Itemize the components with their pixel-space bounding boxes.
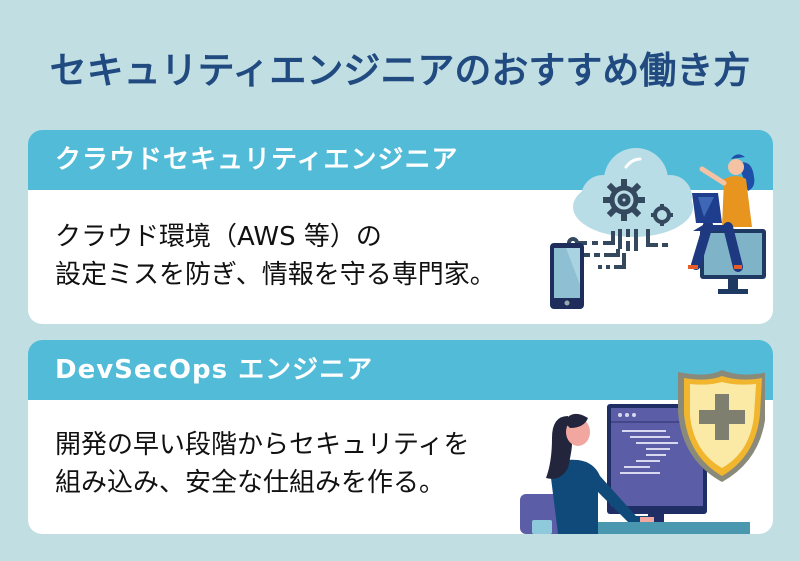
page-title: セキュリティエンジニアのおすすめ働き方 xyxy=(49,49,751,92)
card-description: 開発の早い段階からセキュリティを 組み込み、安全な仕組みを作る。 xyxy=(55,426,469,502)
card-devsecops-engineer: DevSecOps エンジニア 開発の早い段階からセキュリティを 組み込み、安全… xyxy=(28,340,773,534)
card-heading: DevSecOps エンジニア xyxy=(28,340,773,400)
card-description-line: 設定ミスを防ぎ、情報を守る専門家。 xyxy=(55,260,496,290)
desk-icon xyxy=(590,522,750,534)
gear-icon xyxy=(603,179,645,221)
smartphone-icon xyxy=(550,243,584,309)
card-description-line: クラウド環境（AWS 等）の xyxy=(55,222,382,252)
card-description-line: 組み込み、安全な仕組みを作る。 xyxy=(55,468,446,498)
small-gear-icon xyxy=(651,204,673,226)
card-description: クラウド環境（AWS 等）の 設定ミスを防ぎ、情報を守る専門家。 xyxy=(55,218,496,294)
person-with-laptop-icon xyxy=(688,154,755,272)
devsecops-engineer-illustration xyxy=(520,370,765,534)
cloud-engineer-illustration xyxy=(550,148,766,309)
shield-icon xyxy=(678,370,765,482)
code-lines-icon xyxy=(620,430,678,474)
person-at-computer-icon xyxy=(546,413,654,534)
card-description-line: 開発の早い段階からセキュリティを xyxy=(55,430,470,460)
card-cloud-security-engineer: クラウドセキュリティエンジニア クラウド環境（AWS 等）の 設定ミスを防ぎ、情… xyxy=(28,130,773,324)
